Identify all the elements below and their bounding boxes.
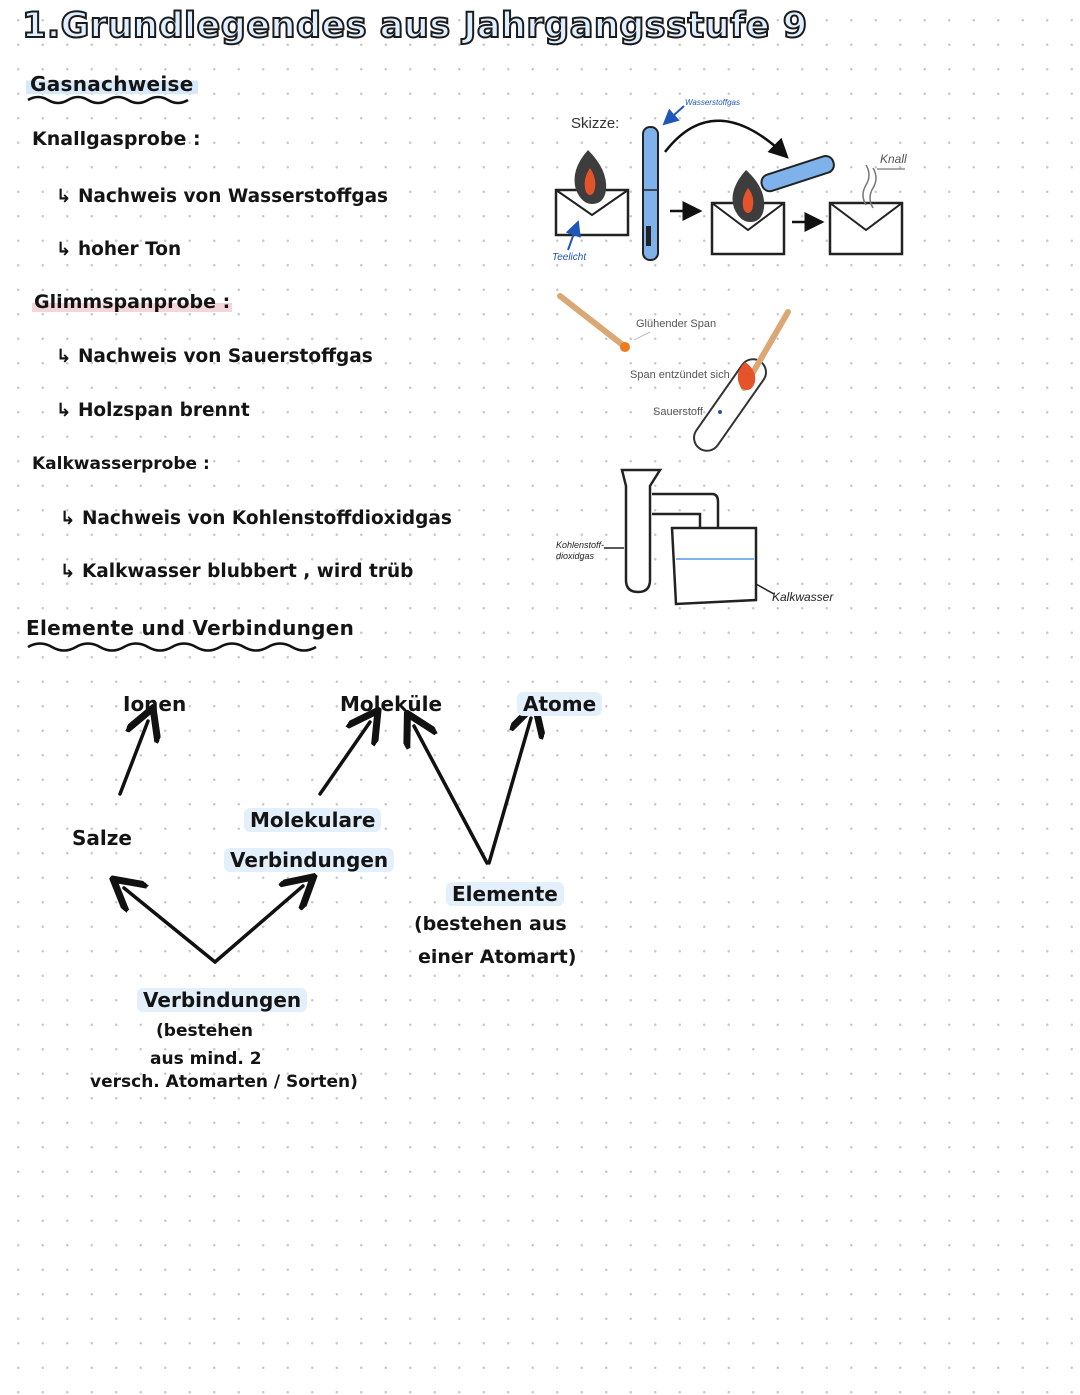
concept-text: Elemente (446, 882, 564, 906)
page-title: 1.Grundlegendes aus Jahrgangsstufe 9 (21, 5, 808, 47)
verbindungen-explanation-line2: aus mind. 2 (150, 1049, 262, 1069)
test-line: ↳ Holzspan brennt (56, 400, 250, 421)
kalkwasser-sketch (604, 468, 775, 606)
section-heading-elemente: Elemente und Verbindungen (26, 616, 355, 640)
sauerstoff-label: Sauerstoff (653, 406, 703, 418)
kalkwasser-label: Kalkwasser (772, 590, 834, 604)
test-name-glimmspan: Glimmspanprobe : (32, 291, 233, 313)
elemente-explanation-line2: einer Atomart) (418, 946, 577, 968)
concept-text: Atome (517, 692, 603, 716)
skizze-label: Skizze: (571, 115, 620, 132)
wavy-underline (27, 95, 189, 105)
gluehender-span-label: Glühender Span (636, 318, 717, 330)
test-line: ↳ Nachweis von Sauerstoffgas (56, 346, 373, 367)
test-line: ↳ Nachweis von Wasserstoffgas (56, 186, 389, 207)
concept-ionen: Ionen (123, 692, 187, 716)
section-heading-gasnachweise: Gasnachweise (26, 72, 198, 96)
test-line: ↳ hoher Ton (56, 239, 182, 260)
concept-arrows (120, 718, 531, 964)
test-name-knallgas: Knallgasprobe : (32, 128, 201, 150)
concept-molekulare-verbindungen-line2: Verbindungen (224, 848, 395, 872)
concept-text: Verbindungen (137, 988, 308, 1012)
concept-atome: Atome (517, 692, 603, 716)
kohlenstoffdioxidgas-label: Kohlenstoff-dioxidgas (556, 540, 605, 561)
teelicht-label: Teelicht (552, 252, 587, 263)
test-name-kalkwasser: Kalkwasserprobe : (32, 454, 210, 474)
heading-text: Gasnachweise (26, 72, 198, 96)
concept-text: Verbindungen (224, 848, 395, 872)
elemente-explanation-line1: (bestehen aus (414, 913, 567, 935)
test-name-text: Glimmspanprobe : (32, 291, 233, 313)
concept-molekuele: Moleküle (340, 692, 443, 716)
test-line: ↳ Kalkwasser blubbert , wird trüb (60, 561, 414, 582)
span-entzuendet-label: Span entzündet sich (630, 369, 730, 381)
wavy-underline (27, 642, 317, 652)
knall-label: Knall (880, 152, 907, 166)
wasserstoffgas-label: Wasserstoffgas (685, 98, 740, 107)
test-line: ↳ Nachweis von Kohlenstoffdioxidgas (60, 508, 452, 529)
knallgas-sketch (554, 105, 905, 261)
concept-text: Molekulare (244, 808, 382, 832)
concept-verbindungen: Verbindungen (137, 988, 308, 1012)
glimmspan-sketch (557, 293, 791, 452)
concept-salze: Salze (72, 826, 132, 850)
concept-molekulare-verbindungen-line1: Molekulare (244, 808, 382, 832)
verbindungen-explanation-line1: (bestehen (156, 1021, 253, 1041)
concept-elemente: Elemente (446, 882, 564, 906)
verbindungen-explanation-line3: versch. Atomarten / Sorten) (90, 1072, 358, 1092)
